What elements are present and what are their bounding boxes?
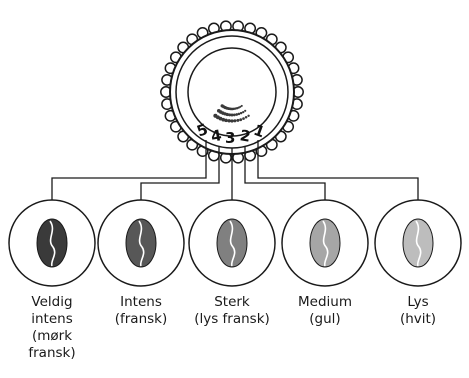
- intensity-dot: [232, 113, 236, 117]
- intensity-dot: [239, 111, 243, 115]
- intensity-dot: [224, 118, 228, 123]
- intensity-dot: [244, 116, 248, 119]
- roast-label-lys: Lys (hvit): [372, 294, 464, 328]
- intensity-dot: [227, 119, 231, 123]
- label-line: intens: [31, 311, 73, 327]
- intensity-dot: [230, 119, 234, 123]
- intensity-dot: [242, 117, 245, 120]
- connector-1: [257, 140, 419, 201]
- intensity-dot: [240, 104, 243, 107]
- label-line: (lys fransk): [194, 311, 270, 327]
- dial-intensity-dots: [213, 104, 250, 123]
- intensity-dot: [242, 110, 245, 114]
- intensity-dot: [233, 119, 237, 123]
- intensity-dot: [228, 113, 232, 117]
- bean-circles: [8, 199, 462, 287]
- roast-veldig-intens: [8, 199, 96, 287]
- roast-lys: [374, 199, 462, 287]
- roast-sterk: [188, 199, 276, 287]
- coffee-bean-icon: [309, 218, 341, 268]
- roast-label-sterk: Sterk (lys fransk): [186, 294, 278, 328]
- label-line: Intens: [120, 294, 162, 310]
- connector-5: [51, 140, 207, 201]
- coffee-bean-icon: [216, 218, 248, 268]
- intensity-dot: [218, 116, 223, 121]
- connector-lines: [51, 140, 419, 201]
- intensity-dot: [221, 117, 226, 122]
- roast-label-medium: Medium (gul): [279, 294, 371, 328]
- coffee-bean-icon: [402, 218, 434, 268]
- label-line: fransk): [28, 345, 76, 361]
- label-line: (hvit): [399, 311, 437, 327]
- intensity-dot: [239, 118, 243, 122]
- coffee-bean-icon: [36, 218, 68, 268]
- label-line: (gul): [309, 311, 341, 327]
- intensity-dot: [225, 112, 229, 117]
- dial-number-4: 4: [210, 126, 223, 146]
- roast-medium: [281, 199, 369, 287]
- label-line: Veldig: [31, 294, 73, 310]
- label-line: (fransk): [114, 311, 168, 327]
- intensity-dot: [235, 113, 239, 116]
- intensity-dot: [239, 105, 242, 108]
- intensity-dot: [237, 106, 240, 109]
- roast-label-veldig-intens: Veldig intens (mørk fransk): [6, 294, 98, 362]
- dial-number-2: 2: [239, 126, 252, 146]
- dial-face: [187, 47, 277, 137]
- label-line: Medium: [298, 294, 352, 310]
- coffee-bean-icon: [125, 218, 157, 268]
- label-line: Lys: [407, 294, 429, 310]
- roast-label-intens: Intens (fransk): [95, 294, 187, 328]
- dial-number-3: 3: [225, 129, 235, 147]
- intensity-dot: [230, 113, 234, 117]
- intensity-dot: [237, 112, 241, 116]
- roast-intens: [97, 199, 185, 287]
- intensity-dot: [244, 109, 247, 112]
- roast-dial: 5 4 3 2 1: [160, 20, 304, 164]
- connector-4: [140, 146, 220, 201]
- label-line: (mørk: [31, 328, 73, 344]
- connector-2: [244, 146, 326, 201]
- intensity-dot: [247, 114, 250, 117]
- label-line: Sterk: [214, 294, 250, 310]
- intensity-dot: [236, 118, 240, 122]
